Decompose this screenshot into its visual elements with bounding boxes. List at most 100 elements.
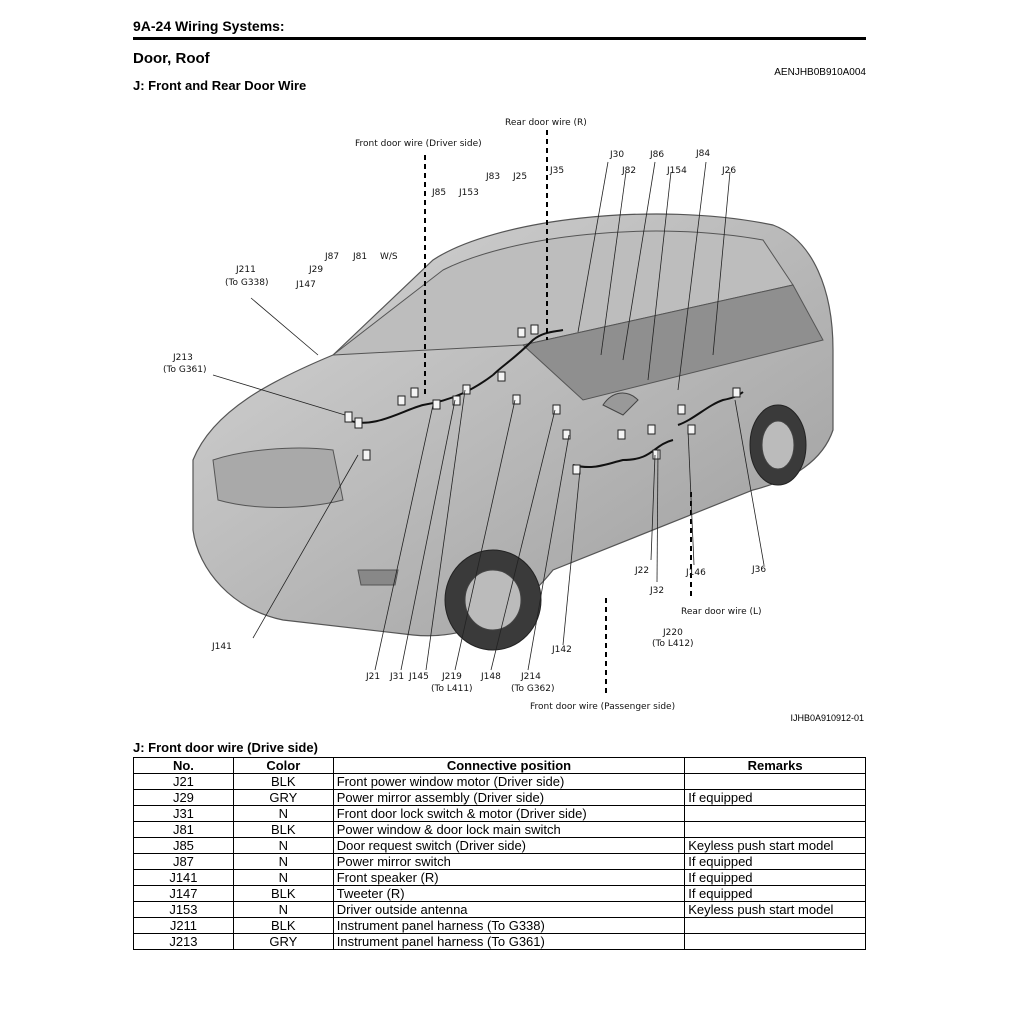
cell-position: Power mirror assembly (Driver side) [332, 789, 686, 806]
cell-position: Front door lock switch & motor (Driver s… [332, 805, 686, 822]
callout-ws: W/S [380, 252, 398, 262]
cell-remarks: If equipped [684, 885, 866, 902]
section-title: Door, Roof [133, 50, 210, 67]
callout-j211: J211 [235, 265, 256, 275]
callout-front-door-wire-passenger: Front door wire (Passenger side) [530, 702, 675, 712]
cell-position: Power window & door lock main switch [332, 821, 686, 838]
table-header-row: No. Color Connective position Remarks [133, 757, 866, 774]
cell-color: N [232, 869, 334, 886]
connector-symbols [344, 324, 741, 475]
cell-no: J81 [133, 821, 234, 838]
callout-j32: J32 [649, 586, 664, 596]
callout-j211-to: (To G338) [225, 278, 269, 288]
callout-j35: J35 [549, 166, 564, 176]
callout-j219-to: (To L411) [431, 684, 473, 694]
callout-j219: J219 [441, 672, 462, 682]
cell-color: GRY [232, 933, 334, 950]
header-color: Color [232, 757, 334, 774]
header-remarks: Remarks [684, 757, 866, 774]
callout-j86: J86 [649, 150, 664, 160]
cell-color: N [232, 805, 334, 822]
callout-j25: J25 [512, 172, 527, 182]
cell-no: J29 [133, 789, 234, 806]
callout-j31: J31 [389, 672, 404, 682]
table-row: J31 N Front door lock switch & motor (Dr… [133, 805, 866, 822]
cell-no: J141 [133, 869, 234, 886]
callout-j220: J220 [662, 628, 683, 638]
table-row: J85 N Door request switch (Driver side) … [133, 837, 866, 854]
table-row: J213 GRY Instrument panel harness (To G3… [133, 933, 866, 950]
cell-position: Power mirror switch [332, 853, 686, 870]
cell-remarks [684, 933, 866, 950]
callout-j153: J153 [458, 188, 479, 198]
cell-position: Driver outside antenna [332, 901, 686, 918]
table-row: J87 N Power mirror switch If equipped [133, 853, 866, 870]
callout-j141: J141 [211, 642, 232, 652]
cell-remarks: If equipped [684, 853, 866, 870]
table-caption: J: Front door wire (Drive side) [133, 740, 318, 755]
header-rule [133, 37, 866, 40]
callout-j81: J81 [352, 252, 367, 262]
header-no: No. [133, 757, 234, 774]
cell-color: BLK [232, 821, 334, 838]
callout-j214: J214 [520, 672, 541, 682]
callout-j142: J142 [551, 645, 572, 655]
leader-lines [212, 161, 765, 671]
callout-j30: J30 [609, 150, 624, 160]
figure-code: IJHB0A910912-01 [790, 713, 864, 723]
cell-no: J211 [133, 917, 234, 934]
callout-j214-to: (To G362) [511, 684, 555, 694]
callout-j213: J213 [172, 353, 193, 363]
wiring-diagram: Rear door wire (R) Front door wire (Driv… [163, 118, 834, 712]
callout-j220-to: (To L412) [652, 639, 694, 649]
callout-j147: J147 [295, 280, 316, 290]
cell-color: N [232, 853, 334, 870]
cell-no: J85 [133, 837, 234, 854]
callout-j36: J36 [751, 565, 766, 575]
cell-color: BLK [232, 917, 334, 934]
table-row: J153 N Driver outside antenna Keyless pu… [133, 901, 866, 918]
cell-position: Front speaker (R) [332, 869, 686, 886]
cell-position: Front power window motor (Driver side) [332, 773, 686, 790]
cell-remarks [684, 821, 866, 838]
callout-j87: J87 [324, 252, 339, 262]
header-position: Connective position [332, 757, 686, 774]
cell-color: BLK [232, 885, 334, 902]
table-row: J81 BLK Power window & door lock main sw… [133, 821, 866, 838]
page-header-title: 9A-24 Wiring Systems: [133, 18, 285, 34]
cell-no: J213 [133, 933, 234, 950]
connector-table: No. Color Connective position Remarks J2… [133, 757, 866, 950]
cell-position: Instrument panel harness (To G338) [332, 917, 686, 934]
callout-j84: J84 [695, 149, 710, 159]
cell-no: J153 [133, 901, 234, 918]
cell-no: J147 [133, 885, 234, 902]
callout-j29: J29 [308, 265, 323, 275]
callout-j213-to: (To G361) [163, 365, 207, 375]
callout-j21: J21 [365, 672, 380, 682]
cell-no: J87 [133, 853, 234, 870]
subsection-title: J: Front and Rear Door Wire [133, 78, 307, 93]
callout-j148: J148 [480, 672, 501, 682]
callout-j26: J26 [721, 166, 736, 176]
vehicle-illustration [192, 213, 834, 651]
callout-front-door-wire-driver: Front door wire (Driver side) [355, 139, 482, 149]
callout-j85: J85 [431, 188, 446, 198]
table-row: J147 BLK Tweeter (R) If equipped [133, 885, 866, 902]
table-row: J211 BLK Instrument panel harness (To G3… [133, 917, 866, 934]
callout-arrows [424, 130, 692, 695]
cell-remarks: Keyless push start model [684, 837, 866, 854]
cell-no: J31 [133, 805, 234, 822]
cell-remarks [684, 805, 866, 822]
cell-no: J21 [133, 773, 234, 790]
table-row: J29 GRY Power mirror assembly (Driver si… [133, 789, 866, 806]
callout-j22: J22 [634, 566, 649, 576]
cell-position: Instrument panel harness (To G361) [332, 933, 686, 950]
callout-j145: J145 [408, 672, 429, 682]
cell-remarks: If equipped [684, 789, 866, 806]
cell-remarks: Keyless push start model [684, 901, 866, 918]
callout-rear-door-wire-l: Rear door wire (L) [681, 607, 762, 617]
cell-remarks [684, 773, 866, 790]
document-code: AENJHB0B910A004 [774, 67, 866, 78]
cell-color: N [232, 901, 334, 918]
cell-remarks: If equipped [684, 869, 866, 886]
